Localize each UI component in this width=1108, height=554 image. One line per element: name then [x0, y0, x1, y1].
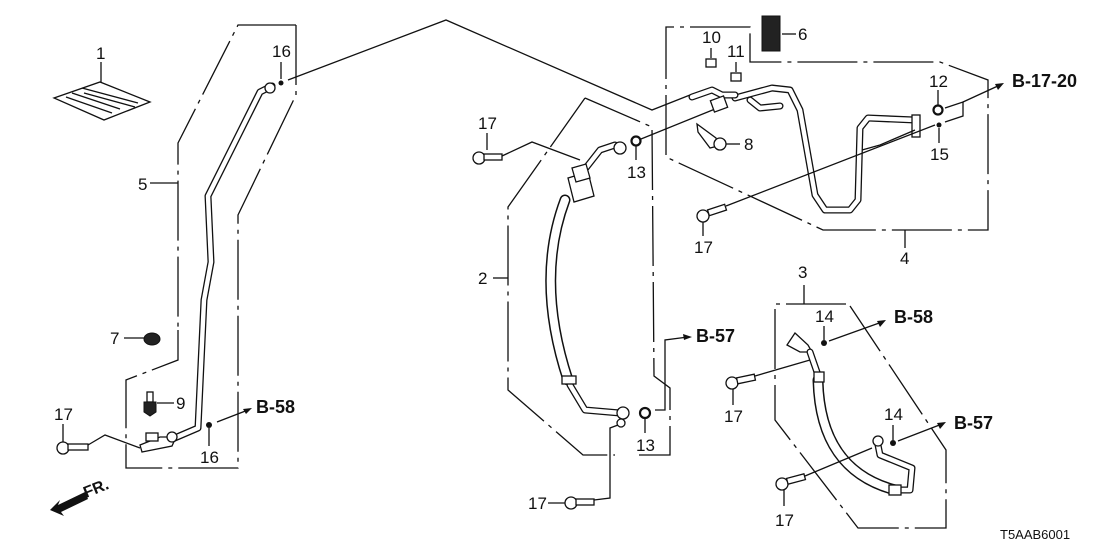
part-17-bolt-left[interactable] — [56, 441, 89, 455]
part-13-o-ring-top[interactable] — [630, 135, 642, 147]
connector-17f — [804, 447, 873, 477]
group-3-boundary — [774, 303, 947, 529]
callout-12: 12 — [929, 72, 948, 91]
callout-17a: 17 — [54, 405, 73, 424]
arrow-head — [877, 320, 886, 327]
part-16-o-ring-bottom[interactable] — [206, 422, 212, 428]
ref-b57-right[interactable]: B-57 — [954, 413, 993, 433]
callout-16a: 16 — [272, 42, 291, 61]
group-2-boundary-right — [584, 97, 671, 456]
connector-17a — [87, 434, 141, 449]
part-17-bolt-right-bottom[interactable] — [775, 472, 807, 491]
part-17-bolt-mid-bottom[interactable] — [564, 496, 595, 510]
connector-13-bottom — [655, 336, 689, 411]
callout-2: 2 — [478, 269, 487, 288]
connector-17d — [725, 124, 936, 207]
callout-17e: 17 — [724, 407, 743, 426]
part-3-hose[interactable] — [786, 332, 916, 496]
part-6-bracket[interactable] — [761, 15, 781, 52]
callout-8: 8 — [744, 135, 753, 154]
part-5-pipe[interactable] — [139, 82, 276, 453]
arrow-head — [937, 422, 946, 429]
part-16-o-ring-top[interactable] — [278, 80, 284, 86]
bracket-12-15 — [944, 101, 964, 123]
callout-17d: 17 — [694, 238, 713, 257]
front-direction-arrow: FR. — [50, 476, 111, 516]
callout-13b: 13 — [636, 436, 655, 455]
group-2-boundary-left — [507, 97, 615, 456]
connector-17b — [501, 141, 581, 161]
callout-14a: 14 — [815, 307, 834, 326]
connector-13-top — [640, 106, 721, 140]
callout-3: 3 — [798, 263, 807, 282]
ref-b57-middle[interactable]: B-57 — [696, 326, 735, 346]
part-14-o-ring-top[interactable] — [821, 340, 827, 346]
callout-15: 15 — [930, 145, 949, 164]
part-14-o-ring-bottom[interactable] — [890, 440, 896, 446]
callout-5: 5 — [138, 175, 147, 194]
callout-17b: 17 — [478, 114, 497, 133]
arrow-b1720 — [962, 84, 1001, 103]
part-2-hose[interactable] — [545, 141, 630, 428]
callout-4: 4 — [900, 249, 909, 268]
part-10-cap[interactable] — [705, 58, 717, 68]
ref-b58-left[interactable]: B-58 — [256, 397, 295, 417]
callout-13a: 13 — [627, 163, 646, 182]
arrow-b57-right — [897, 423, 943, 442]
part-7-clip[interactable] — [143, 332, 161, 346]
group-4-boundary — [665, 26, 989, 231]
callout-6: 6 — [798, 25, 807, 44]
part-8-clamp[interactable] — [696, 122, 727, 151]
connector-17c — [593, 424, 619, 501]
part-17-bolt-right-top[interactable] — [696, 203, 728, 223]
ref-b17-20[interactable]: B-17-20 — [1012, 71, 1077, 91]
arrow-head — [243, 408, 252, 414]
group-5-boundary-right — [125, 25, 297, 469]
callout-10: 10 — [702, 28, 721, 47]
part-1-label-sheet[interactable] — [52, 81, 152, 121]
connector-17e — [754, 359, 811, 377]
diagram-code: T5AAB6001 — [1000, 527, 1070, 542]
callout-9: 9 — [176, 394, 185, 413]
callout-17c: 17 — [528, 494, 547, 513]
part-17-bolt-mid-top[interactable] — [472, 151, 503, 165]
arrow-head — [995, 83, 1004, 90]
arrow-fr-icon — [50, 492, 88, 516]
part-12-o-ring[interactable] — [932, 104, 944, 116]
group-5-boundary-left — [177, 24, 296, 330]
arrow-b58-left — [216, 409, 249, 423]
part-15-o-ring[interactable] — [936, 122, 942, 128]
callout-11: 11 — [727, 42, 745, 61]
front-label: FR. — [81, 476, 111, 501]
part-11-cap[interactable] — [730, 72, 742, 82]
callout-7: 7 — [110, 329, 119, 348]
callout-14b: 14 — [884, 405, 903, 424]
part-13-o-ring-bottom[interactable] — [638, 406, 652, 420]
callout-1: 1 — [96, 44, 105, 63]
arrow-b58-right — [828, 321, 883, 342]
part-9-switch[interactable] — [143, 391, 157, 417]
connector-16-top — [287, 19, 691, 111]
callout-17f: 17 — [775, 511, 794, 530]
part-17-bolt-right-mid[interactable] — [725, 373, 757, 390]
arrow-head — [683, 334, 692, 340]
part-4-pipe[interactable] — [688, 84, 921, 214]
ref-b58-right[interactable]: B-58 — [894, 307, 933, 327]
callout-16b: 16 — [200, 448, 219, 467]
